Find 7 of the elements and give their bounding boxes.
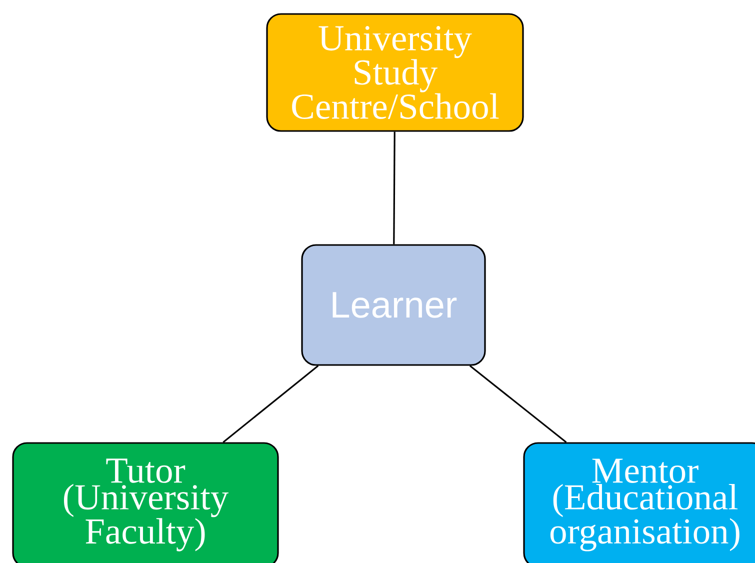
connector-line xyxy=(469,365,567,443)
rounded-box: Learner xyxy=(301,244,486,366)
rounded-box: Mentor (Educational organisation) xyxy=(523,442,755,563)
rounded-box: University Study Centre/School xyxy=(266,13,524,132)
connector-line xyxy=(222,365,319,443)
rounded-box: Tutor (University Faculty) xyxy=(12,442,279,563)
connector-line xyxy=(393,132,396,244)
